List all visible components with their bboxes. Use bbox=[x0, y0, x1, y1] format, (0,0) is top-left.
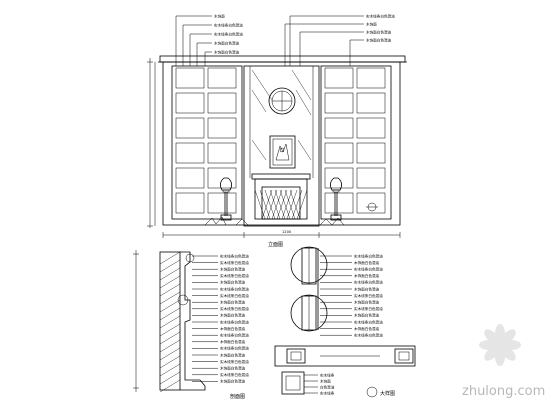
cabinet-panel bbox=[324, 117, 354, 139]
section-note: 实木线条白色混油 bbox=[220, 319, 249, 324]
cabinet-panel bbox=[324, 192, 354, 214]
detail-note: 实木线条白色混油 bbox=[354, 253, 383, 258]
section-note: 木饰面白色混油 bbox=[220, 300, 246, 305]
cabinet-panel bbox=[175, 192, 205, 214]
plan-note: 实木线条 bbox=[320, 372, 335, 377]
plan-note: 实木线条 bbox=[320, 390, 335, 395]
plan-note: 木饰面 bbox=[320, 378, 331, 383]
section-note: 木饰面白色混油 bbox=[220, 267, 246, 272]
elevation-dimension: 1200 bbox=[282, 230, 292, 234]
cabinet-panel bbox=[207, 67, 237, 89]
detail-note: 木饰面白色混油 bbox=[354, 326, 380, 331]
section-notes: 实木线条白色混油实木线条白色混油木饰面白色混油实木线条白色混油木饰面白色混油实木… bbox=[220, 253, 249, 383]
detail-note: 实木线条白色混油 bbox=[354, 280, 383, 285]
cabinet-panel bbox=[175, 67, 205, 89]
plan-note: 白色混油 bbox=[320, 384, 335, 389]
detail-leaders bbox=[320, 255, 352, 336]
elevation-view bbox=[147, 15, 407, 238]
detail-note: 木饰面白色混油 bbox=[354, 273, 380, 278]
elevation-callout: 木饰面 bbox=[214, 14, 225, 19]
elevation-callout: 木饰面白色混油 bbox=[366, 38, 392, 43]
cabinet-panel bbox=[356, 67, 386, 89]
fireplace bbox=[251, 173, 311, 220]
section-note: 木饰面白色混油 bbox=[220, 379, 246, 384]
cabinet-panel bbox=[356, 142, 386, 164]
detail-note: 实木线条白色混油 bbox=[354, 319, 383, 324]
detail-notes: 实木线条白色混油木饰面白色混油实木线条白色混油木饰面白色混油实木线条白色混油木饰… bbox=[354, 253, 383, 337]
cabinet-panel bbox=[207, 142, 237, 164]
watermark-text: zhulong.com bbox=[462, 384, 545, 399]
cabinet-panel bbox=[356, 92, 386, 114]
section-note: 木饰面白色混油 bbox=[220, 366, 246, 371]
elevation-callout: 木饰面白色混油 bbox=[214, 41, 240, 46]
section-note: 木饰面白色混油 bbox=[220, 352, 246, 357]
cabinet-panel bbox=[175, 92, 205, 114]
plan-detail bbox=[274, 345, 416, 398]
section-note: 实木线条白色混油 bbox=[220, 273, 249, 278]
section-note: 实木线条白色混油 bbox=[220, 346, 249, 351]
framed-painting bbox=[269, 135, 296, 169]
section-note: 实木线条白色混油 bbox=[220, 372, 249, 377]
section-note: 实木线条白色混油 bbox=[220, 260, 249, 265]
cabinet-panel bbox=[207, 192, 237, 214]
cabinet-panel bbox=[356, 192, 386, 214]
cabinet-panel bbox=[175, 117, 205, 139]
cabinet-panel bbox=[324, 167, 354, 189]
cabinet-panel bbox=[207, 117, 237, 139]
section-note: 实木线条白色混油 bbox=[220, 359, 249, 364]
section-note: 实木线条白色混油 bbox=[220, 253, 249, 258]
cabinet-panel bbox=[324, 92, 354, 114]
elevation-callout: 实木线条白色混油 bbox=[214, 23, 243, 28]
round-window bbox=[268, 87, 296, 115]
detail-note: 木饰面白色混油 bbox=[354, 300, 380, 305]
elevation-callout: 实木线条白色混油 bbox=[214, 32, 243, 37]
section-note: 实木线条白色混油 bbox=[220, 333, 249, 338]
section-note: 实木线条白色混油 bbox=[220, 293, 249, 298]
left-vase bbox=[220, 177, 232, 221]
elevation-callout: 木饰面白色混油 bbox=[366, 30, 392, 35]
detail-note: 木饰面白色混油 bbox=[354, 286, 380, 291]
section-note: 木饰面白色混油 bbox=[220, 326, 246, 331]
elevation-callout: 实木线条白色混油 bbox=[366, 14, 395, 19]
top-leaders bbox=[175, 15, 364, 66]
detail-note: 木饰面白色混油 bbox=[354, 313, 380, 318]
section-note: 实木线条白色混油 bbox=[220, 306, 249, 311]
left-panel-grid bbox=[175, 67, 237, 214]
elevation-callouts: 木饰面实木线条白色混油实木线条白色混油木饰面白色混油木饰面白色混油实木线条白色混… bbox=[214, 14, 395, 55]
detail-note: 实木线条白色混油 bbox=[354, 293, 383, 298]
section-title: 剖面图 bbox=[230, 393, 245, 400]
section-note: 实木线条白色混油 bbox=[220, 286, 249, 291]
cabinet-panel bbox=[356, 167, 386, 189]
detail-note: 实木线条白色混油 bbox=[354, 267, 383, 272]
detail-note: 实木线条白色混油 bbox=[354, 306, 383, 311]
cabinet-panel bbox=[207, 92, 237, 114]
elevation-title: 立面图 bbox=[268, 241, 283, 248]
section-view bbox=[133, 250, 218, 393]
cabinet-panel bbox=[324, 142, 354, 164]
cabinet-panel bbox=[175, 167, 205, 189]
zhulong-logo bbox=[479, 324, 521, 366]
cabinet-panel bbox=[324, 67, 354, 89]
detail-note: 木饰面白色混油 bbox=[354, 260, 380, 265]
section-note: 木饰面白色混油 bbox=[220, 313, 246, 318]
right-vase bbox=[330, 177, 342, 221]
cabinet-panel bbox=[175, 142, 205, 164]
detail-view bbox=[290, 246, 352, 336]
right-panel-grid bbox=[324, 67, 386, 214]
section-note: 木饰面白色混油 bbox=[220, 280, 246, 285]
detail-note: 实木线条白色混油 bbox=[354, 333, 383, 338]
section-note: 木饰面白色混油 bbox=[220, 339, 246, 344]
elevation-callout: 木饰面白色混油 bbox=[214, 50, 240, 55]
detail-title: 大样图 bbox=[380, 390, 395, 397]
cabinet-panel bbox=[356, 117, 386, 139]
elevation-callout: 木饰面 bbox=[366, 22, 377, 27]
section-leaders bbox=[192, 255, 218, 382]
cabinet-panel bbox=[207, 167, 237, 189]
